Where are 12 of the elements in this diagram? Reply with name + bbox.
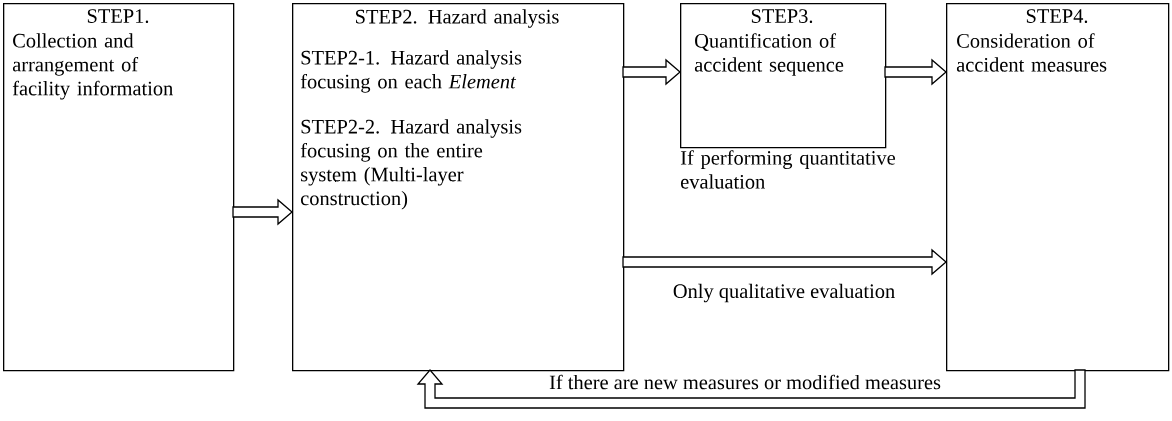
- step-box: STEP2. Hazard analysis STEP2-1. Hazard analysis focusing on each Element STEP2-2. Hazard analysis focusing on the entire system (Multi-layer construction): [292, 3, 625, 372]
- note-text: If performing quantitative evaluation: [680, 150, 895, 189]
- step-box: STEP4. Consideration of accident measures: [946, 3, 1170, 372]
- block-arrow: [232, 198, 293, 226]
- edge-label: If there are new measures or modified measures: [549, 374, 941, 390]
- block-arrow: [416, 369, 1086, 409]
- block-arrow: [622, 58, 681, 86]
- block-arrow: [884, 58, 947, 86]
- edge-label: Only qualitative evaluation: [673, 283, 895, 303]
- step-box: STEP1. Collection and arrangement of facility information: [3, 3, 235, 372]
- block-arrow: [622, 248, 947, 276]
- step-box: STEP3. Quantification of accident sequence: [680, 3, 887, 149]
